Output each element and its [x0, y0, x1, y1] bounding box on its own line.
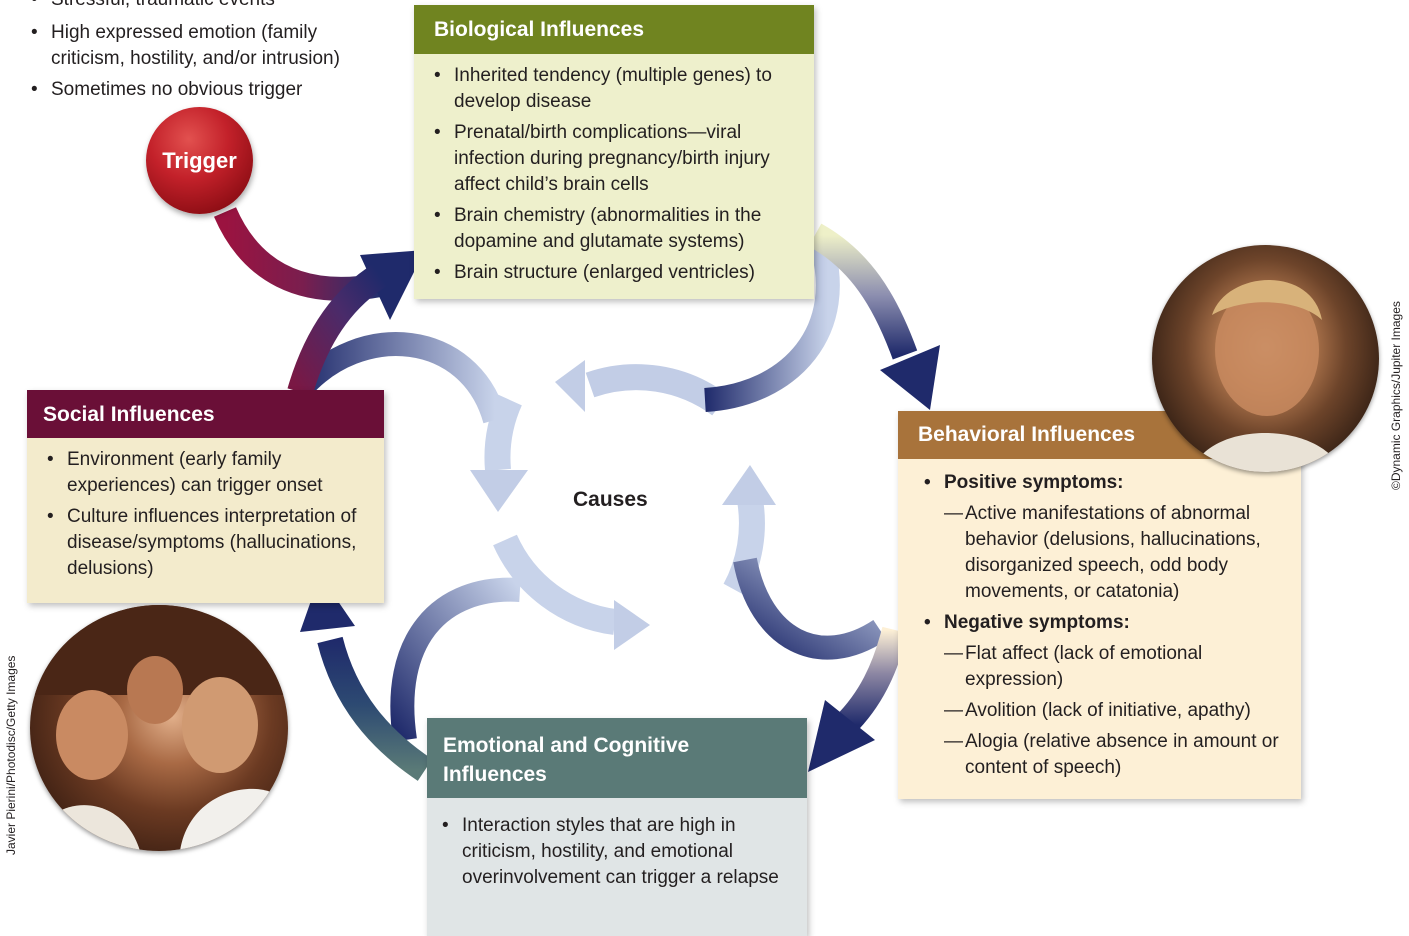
biological-influences-box: Biological Influences Inherited tendency…: [414, 5, 814, 299]
bio-to-behavioral-arrow: [808, 223, 940, 410]
biological-title: Biological Influences: [414, 5, 814, 54]
inner-sweep-arrows: [290, 236, 887, 742]
emotional-item: Interaction styles that are high in crit…: [442, 813, 797, 891]
negative-symptoms-heading: Negative symptoms:: [924, 610, 1291, 636]
emotional-to-social-arrow: [300, 575, 433, 781]
social-item: Culture influences interpretation of dis…: [47, 504, 374, 582]
photo-credit-right: ©Dynamic Graphics/Jupiter Images: [1389, 301, 1403, 490]
biological-item: Prenatal/birth complications—viral infec…: [434, 120, 804, 198]
biological-item: Inherited tendency (multiple genes) to d…: [434, 63, 804, 115]
social-item: Environment (early family experiences) c…: [47, 447, 374, 499]
emotional-list: Interaction styles that are high in crit…: [427, 798, 807, 891]
negative-symptom-item: Avolition (lack of initiative, apathy): [944, 698, 1291, 724]
negative-symptom-item: Flat affect (lack of emotional expressio…: [944, 641, 1291, 693]
social-title: Social Influences: [27, 390, 384, 438]
behavioral-influences-box: Behavioral Influences Positive symptoms:…: [898, 411, 1301, 799]
negative-symptom-item: Alogia (relative absence in amount or co…: [944, 729, 1291, 781]
trigger-node: Trigger: [146, 107, 253, 214]
trigger-item: Sometimes no obvious trigger: [31, 77, 391, 103]
biological-item: Brain chemistry (abnormalities in the do…: [434, 203, 804, 255]
trigger-list: Stressful, traumatic events High express…: [31, 0, 391, 108]
emotional-title: Emotional and Cognitive Influences: [427, 718, 807, 798]
trigger-arrow: [213, 207, 425, 320]
trigger-label: Trigger: [162, 147, 237, 173]
behavioral-to-emotional-arrow: [808, 626, 908, 772]
emotional-cognitive-influences-box: Emotional and Cognitive Influences Inter…: [427, 718, 807, 936]
social-to-bio-arrow: [287, 263, 388, 396]
biological-item: Brain structure (enlarged ventricles): [434, 260, 804, 286]
photo-credit-left: Javier Pierini/Photodisc/Getty Images: [4, 655, 18, 855]
causes-label: Causes: [573, 488, 648, 511]
social-list: Environment (early family experiences) c…: [27, 438, 384, 582]
positive-symptoms-heading: Positive symptoms:: [924, 470, 1291, 496]
trigger-item: High expressed emotion (family criticism…: [31, 20, 391, 72]
positive-symptom-item: Active manifestations of abnormal behavi…: [944, 501, 1291, 605]
social-influences-box: Social Influences Environment (early fam…: [27, 390, 384, 603]
family-group-photo: [30, 605, 288, 851]
man-portrait-photo: [1152, 245, 1379, 472]
behavioral-list: Positive symptoms: Active manifestations…: [898, 459, 1301, 781]
biological-list: Inherited tendency (multiple genes) to d…: [414, 54, 814, 286]
trigger-item: Stressful, traumatic events: [31, 0, 391, 13]
